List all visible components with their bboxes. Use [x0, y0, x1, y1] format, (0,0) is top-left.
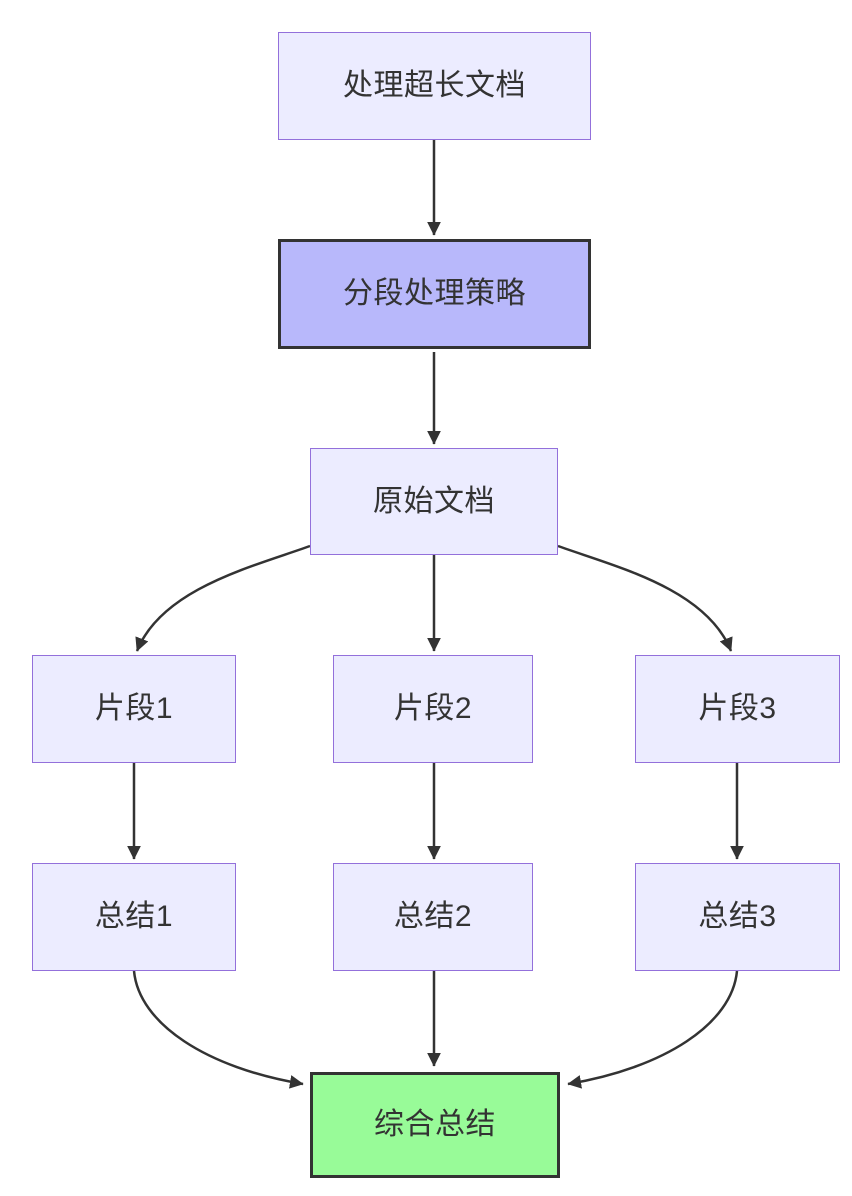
flow-node-summary-3: 总结3: [635, 863, 840, 971]
flow-node-process-long-document: 处理超长文档: [278, 32, 591, 140]
node-label: 总结2: [393, 900, 473, 933]
node-label: 处理超长文档: [343, 69, 526, 102]
node-label: 总结1: [94, 900, 174, 933]
node-label: 总结3: [698, 900, 777, 933]
node-label: 片段1: [94, 692, 174, 725]
flow-node-original-document: 原始文档: [310, 448, 558, 555]
edge-e3-f: [567, 970, 739, 1089]
flow-node-summary-1: 总结1: [32, 863, 236, 971]
node-label: 分段处理策略: [343, 277, 526, 310]
edge-e1-f: [132, 970, 304, 1089]
node-label: 片段3: [698, 692, 777, 725]
flow-node-summary-2: 总结2: [333, 863, 533, 971]
flow-node-segment-3: 片段3: [635, 655, 840, 763]
node-label: 片段2: [393, 692, 473, 725]
flow-node-segmentation-strategy: 分段处理策略: [278, 239, 591, 349]
node-label: 原始文档: [373, 484, 495, 518]
flow-node-segment-1: 片段1: [32, 655, 236, 763]
edge-c-d1: [135, 544, 311, 652]
edge-c-d3: [557, 544, 733, 652]
flow-node-segment-2: 片段2: [333, 655, 533, 763]
node-label: 综合总结: [374, 1108, 496, 1141]
flow-node-combined-summary: 综合总结: [310, 1072, 560, 1178]
